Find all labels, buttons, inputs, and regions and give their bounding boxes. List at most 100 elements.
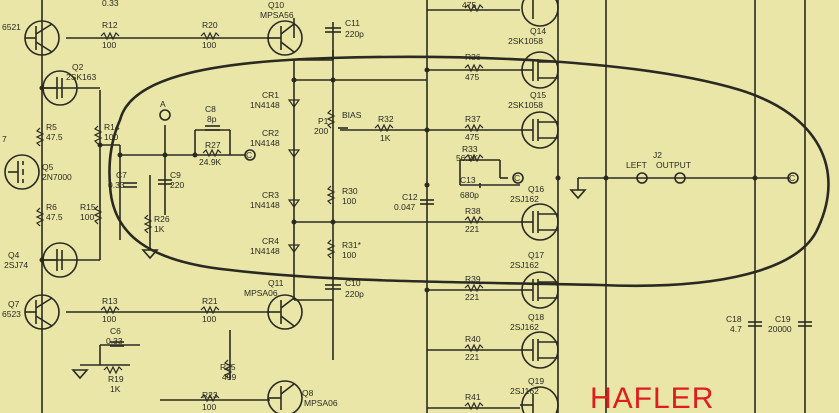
q11-part: MPSA06 — [244, 288, 278, 298]
mosfet-top-partial-symbol — [521, 0, 559, 27]
q5-part: 2N7000 — [42, 172, 72, 182]
c13-value: 680p — [460, 190, 479, 200]
q19-label: Q19 — [528, 376, 544, 386]
c6-label: C6 — [110, 326, 121, 336]
r23-label: R23 — [202, 390, 218, 400]
c8-label: C8 — [205, 104, 216, 114]
q17-part: 2SJ162 — [510, 260, 539, 270]
r19-label: R19 — [108, 374, 124, 384]
output-minus-terminal — [636, 172, 648, 184]
r19-value: 1K — [110, 384, 121, 394]
connector-c-label-2: C — [514, 173, 520, 183]
p1-label: P1 — [318, 116, 329, 126]
connector-c-terminal-3 — [787, 172, 799, 184]
diode-symbols — [287, 99, 301, 254]
r40-label: R40 — [465, 334, 481, 344]
c19-value: 20000 — [768, 324, 792, 334]
q15-label: Q15 — [530, 90, 546, 100]
r20-value: 100 — [202, 40, 216, 50]
c-top-value: 0.33 — [102, 0, 119, 8]
component-labels: 6521 R12 100 R20 100 Q10 MPSA56 C11 220p… — [2, 0, 795, 412]
r35-value: 475 — [462, 0, 476, 10]
edge-fragment: 7 — [2, 134, 7, 144]
transistor-q7-symbol — [24, 294, 60, 330]
q18-label: Q18 — [528, 312, 544, 322]
transistor-q11-symbol — [267, 294, 303, 330]
q19-part: 2SJ162 — [510, 386, 539, 396]
transistor-symbols — [4, 0, 559, 413]
node-a-label: A — [160, 99, 166, 109]
q14-part: 2SK1058 — [508, 36, 543, 46]
c13-label: C13 — [460, 175, 476, 185]
r36-value: 475 — [465, 72, 479, 82]
r30-label: R30 — [342, 186, 358, 196]
resistor-symbols — [35, 3, 484, 411]
r37-label: R37 — [465, 114, 481, 124]
q15-part: 2SK1058 — [508, 100, 543, 110]
cr3-label: CR3 — [262, 190, 279, 200]
r27-value: 24.9K — [199, 157, 222, 167]
mosfet-q16-symbol — [520, 203, 559, 241]
cr4-label: CR4 — [262, 236, 279, 246]
mosfet-q17-symbol — [520, 271, 559, 309]
transistor-q5-symbol — [4, 154, 40, 190]
p1-value: 200 — [314, 126, 328, 136]
cr4-part: 1N4148 — [250, 246, 280, 256]
mosfet-q19-symbol — [520, 386, 559, 413]
r5-value: 47.5 — [46, 132, 63, 142]
c7-value: 0.33 — [108, 180, 125, 190]
cr2-label: CR2 — [262, 128, 279, 138]
transistor-q10-symbol — [267, 20, 303, 56]
q5-label: Q5 — [42, 162, 54, 172]
output-plus-terminal — [674, 172, 686, 184]
hafler-handwritten-label: HAFLER — [590, 382, 714, 413]
mosfet-q14-symbol — [520, 51, 559, 89]
left-label: LEFT — [626, 160, 647, 170]
output-label: OUTPUT — [656, 160, 691, 170]
transistor-q1-symbol — [24, 20, 60, 56]
c6-value: 0.33 — [106, 336, 123, 346]
r6-label: R6 — [46, 202, 57, 212]
c9-label: C9 — [170, 170, 181, 180]
c12-label: C12 — [402, 192, 418, 202]
q16-part: 2SJ162 — [510, 194, 539, 204]
cr1-part: 1N4148 — [250, 100, 280, 110]
c11-value: 220p — [345, 29, 364, 39]
q1-label: 6521 — [2, 22, 21, 32]
r25-label: R25 — [220, 362, 236, 372]
r15-value: 100 — [80, 212, 94, 222]
c11-label: C11 — [345, 18, 360, 28]
wiring — [41, 0, 806, 413]
connector-c-label-1: C — [246, 150, 252, 160]
r38-value: 221 — [465, 224, 479, 234]
q16-label: Q16 — [528, 184, 544, 194]
r37-value: 475 — [465, 132, 479, 142]
r32-value: 1K — [380, 133, 391, 143]
cr1-label: CR1 — [262, 90, 279, 100]
cr2-part: 1N4148 — [250, 138, 280, 148]
transistor-q2-symbol — [42, 70, 78, 106]
r14-label: R14 — [104, 122, 120, 132]
r12-value: 100 — [102, 40, 116, 50]
junction-dots — [39, 67, 758, 293]
c9-value: 220 — [170, 180, 184, 190]
r21-label: R21 — [202, 296, 218, 306]
c7-label: C7 — [116, 170, 127, 180]
q7-label: Q7 — [8, 299, 20, 309]
c18-label: C18 — [726, 314, 742, 324]
q10-part: MPSA56 — [260, 10, 294, 20]
q2-label: Q2 — [72, 62, 84, 72]
node-a-terminal — [159, 109, 171, 121]
connector-c-terminal-2 — [512, 172, 524, 184]
cr3-part: 1N4148 — [250, 200, 280, 210]
q11-label: Q11 — [268, 278, 284, 288]
r39-value: 221 — [465, 292, 479, 302]
red-annotation-ellipse — [108, 55, 830, 288]
r38-label: R38 — [465, 206, 481, 216]
q4-label: Q4 — [8, 250, 20, 260]
q8-part: MPSA06 — [304, 398, 338, 408]
connector-c-terminal-1 — [244, 149, 256, 161]
r5-label: R5 — [46, 122, 57, 132]
